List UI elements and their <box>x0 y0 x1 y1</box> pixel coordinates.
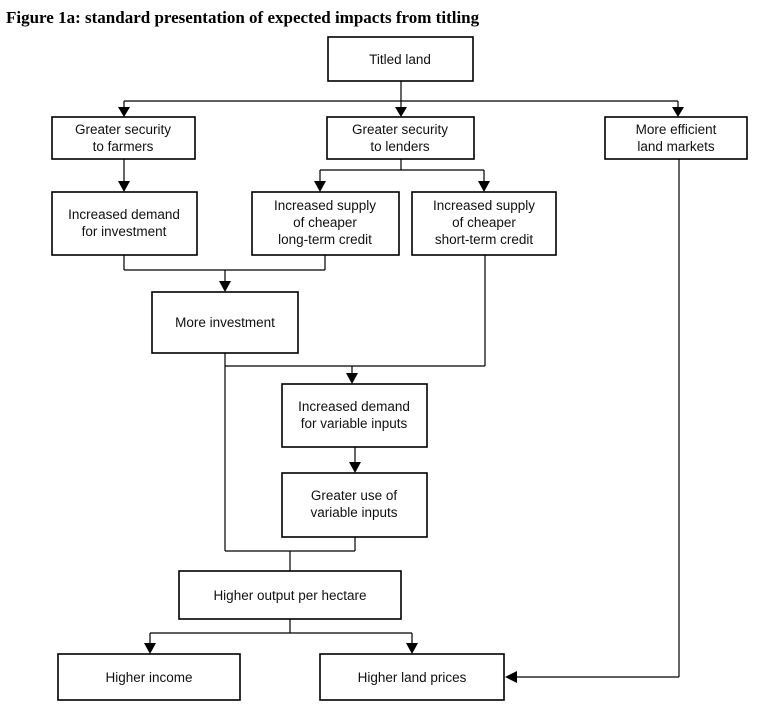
node-short-term-credit: Increased supply of cheaper short-term cre… <box>411 191 557 256</box>
node-label-line: Increased demand <box>68 207 180 222</box>
node-label-line: Greater security <box>352 122 448 137</box>
node-label-line: Increased supply <box>274 198 376 213</box>
node-label-line: short-term credit <box>435 232 534 247</box>
node-label-line: Greater use of <box>311 488 398 503</box>
node-label-line: Higher income <box>105 670 192 685</box>
arrowheads <box>118 107 684 683</box>
arrow-to-short-term-icon <box>478 181 490 192</box>
node-label-line: of cheaper <box>452 215 516 230</box>
node-security-lenders-label: Greater security to lenders <box>352 122 448 154</box>
node-land-prices-label: Higher land prices <box>358 670 467 685</box>
node-label-line: for variable inputs <box>301 416 408 431</box>
arrow-to-farmers-icon <box>118 107 130 117</box>
node-demand-variable: Increased demand for variable inputs <box>281 383 428 448</box>
node-greater-use-label: Greater use of variable inputs <box>310 488 397 520</box>
arrow-to-long-term-icon <box>314 181 326 192</box>
node-efficient-markets-label: More efficient land markets <box>636 122 717 154</box>
node-long-term-credit-label: Increased supply of cheaper long-term cred… <box>274 198 376 247</box>
node-label-line: Increased supply <box>433 198 535 213</box>
node-land-prices: Higher land prices <box>319 653 505 701</box>
node-higher-income: Higher income <box>57 653 241 701</box>
node-label-line: More efficient <box>636 122 717 137</box>
node-demand-investment: Increased demand for investment <box>51 191 198 256</box>
node-demand-variable-label: Increased demand for variable inputs <box>298 399 410 431</box>
node-label-line: Higher output per hectare <box>213 588 366 603</box>
arrow-to-markets-icon <box>672 107 684 117</box>
connectors <box>123 81 680 678</box>
arrow-to-demand-variable-icon <box>346 373 358 384</box>
node-label-line: to lenders <box>370 139 430 154</box>
arrow-to-lenders-icon <box>395 107 407 117</box>
node-label-line: Greater security <box>75 122 171 137</box>
node-label-line: variable inputs <box>310 505 397 520</box>
arrow-to-land-prices-icon <box>406 643 418 654</box>
node-more-investment: More investment <box>151 291 299 354</box>
node-label-line: of cheaper <box>293 215 357 230</box>
node-security-farmers: Greater security to farmers <box>51 116 196 160</box>
node-output-hectare: Higher output per hectare <box>178 570 402 620</box>
arrow-to-greater-use-icon <box>349 462 361 473</box>
node-label-line: to farmers <box>93 139 154 154</box>
arrow-to-more-investment-icon <box>219 281 231 292</box>
node-label-line: long-term credit <box>278 232 372 247</box>
node-short-term-credit-label: Increased supply of cheaper short-term cre… <box>433 198 535 247</box>
node-output-hectare-label: Higher output per hectare <box>213 588 366 603</box>
node-label-line: More investment <box>175 315 275 330</box>
node-label-line: for investment <box>82 224 167 239</box>
node-long-term-credit: Increased supply of cheaper long-term cred… <box>251 191 400 256</box>
node-label-line: Higher land prices <box>358 670 467 685</box>
node-more-investment-label: More investment <box>175 315 275 330</box>
node-label-line: Increased demand <box>298 399 410 414</box>
arrow-markets-to-prices-icon <box>505 671 517 683</box>
node-titled-land-label: Titled land <box>369 52 431 67</box>
arrow-to-demand-investment-icon <box>118 181 130 192</box>
node-label-line: land markets <box>637 139 715 154</box>
figure-title: Figure 1a: standard presentation of expe… <box>6 8 480 27</box>
node-greater-use: Greater use of variable inputs <box>281 472 428 538</box>
node-security-farmers-label: Greater security to farmers <box>75 122 171 154</box>
node-higher-income-label: Higher income <box>105 670 192 685</box>
node-titled-land: Titled land <box>327 36 474 82</box>
arrow-to-income-icon <box>144 643 156 654</box>
node-demand-investment-label: Increased demand for investment <box>68 207 180 239</box>
node-label-line: Titled land <box>369 52 431 67</box>
node-efficient-markets: More efficient land markets <box>604 116 748 160</box>
node-security-lenders: Greater security to lenders <box>326 116 475 160</box>
